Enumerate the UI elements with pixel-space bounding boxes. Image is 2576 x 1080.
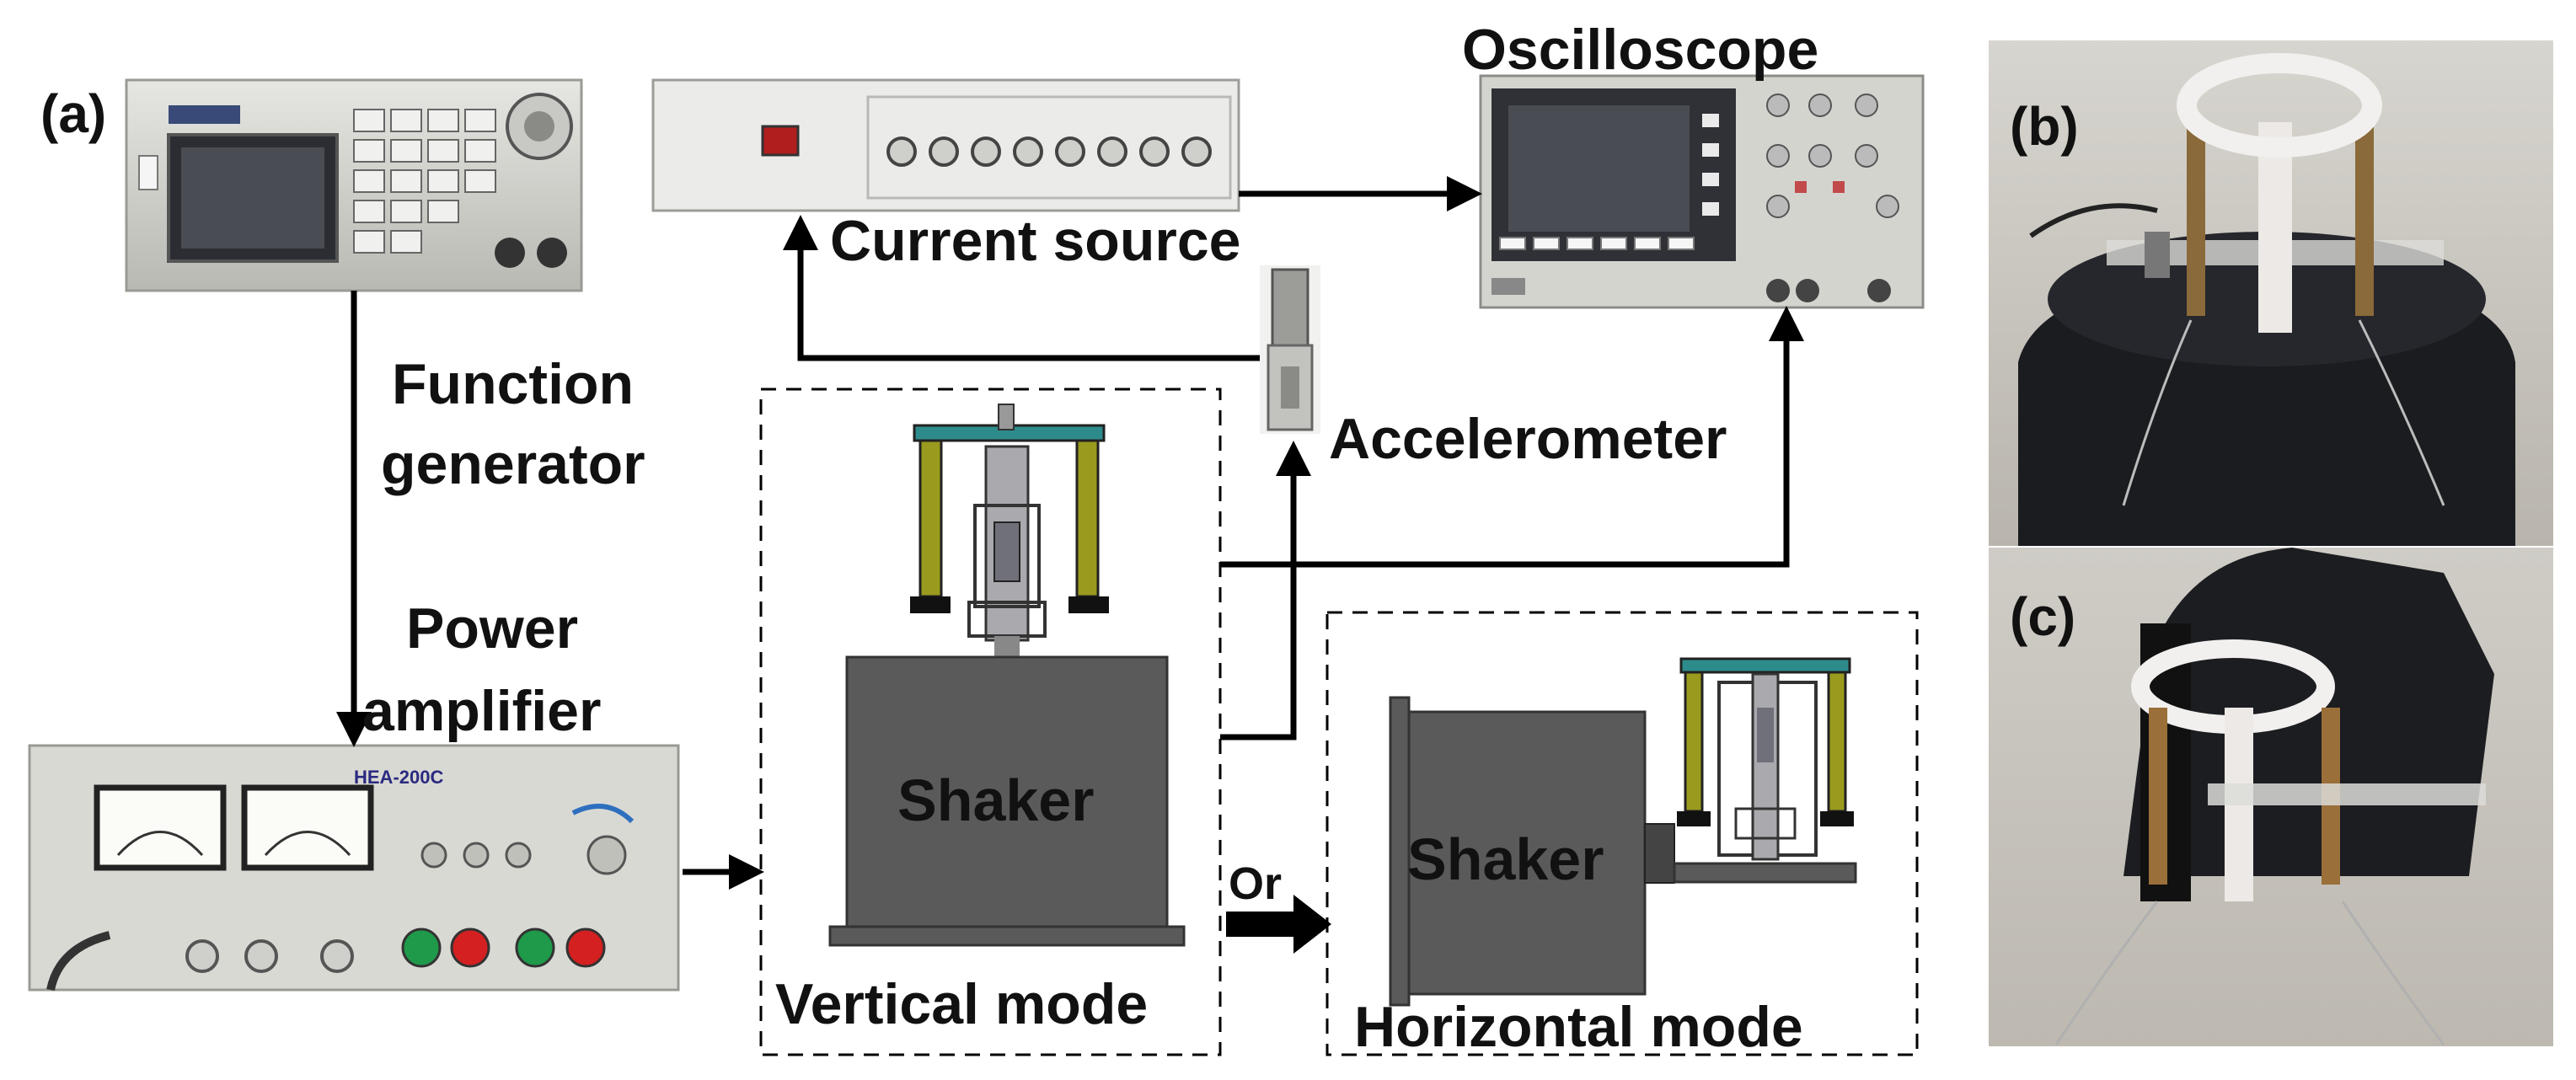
function-generator-label-1: Function: [392, 352, 635, 416]
panel-label-b: (b): [2010, 96, 2079, 157]
oscilloscope-photo: [1479, 74, 1925, 309]
or-label: Or: [1229, 858, 1283, 909]
harvester-photo-b: [1989, 40, 2553, 546]
function-generator-photo: [125, 78, 583, 292]
shaker-horizontal-drawing: [1389, 657, 1857, 1007]
oscilloscope-label: Oscilloscope: [1462, 18, 1819, 82]
or-arrow: [1226, 895, 1331, 954]
horizontal-mode-box: [1325, 611, 1919, 1056]
vertical-mode-box: [759, 388, 1222, 1056]
shaker-vertical-drawing: [828, 404, 1186, 947]
power-amplifier-label-1: Power: [406, 596, 579, 660]
shaker-vertical-label: Shaker: [897, 767, 1095, 833]
arrow-shaker-to-osc: [1220, 306, 1804, 568]
current-source-label: Current source: [830, 209, 1241, 273]
power-amplifier-photo: HEA-200C: [28, 744, 680, 992]
function-generator-label-2: generator: [381, 432, 645, 496]
panel-label-a: (a): [40, 83, 107, 144]
connection-arrows: [336, 176, 1804, 890]
current-source-photo: [651, 78, 1240, 212]
harvester-photo-c: [1989, 548, 2553, 1046]
power-amplifier-label-2: amplifier: [362, 679, 602, 743]
amplifier-model-text: HEA-200C: [354, 767, 443, 788]
vertical-mode-label: Vertical mode: [775, 972, 1149, 1036]
shaker-horizontal-label: Shaker: [1407, 826, 1604, 892]
accelerometer-label: Accelerometer: [1329, 407, 1727, 471]
panel-label-c: (c): [2010, 586, 2076, 647]
accelerometer-photo: [1260, 265, 1320, 434]
arrow-shaker-to-acc: [1220, 441, 1311, 740]
arrow-acc-to-cs: [783, 215, 1260, 361]
horizontal-mode-label: Horizontal mode: [1354, 995, 1803, 1059]
